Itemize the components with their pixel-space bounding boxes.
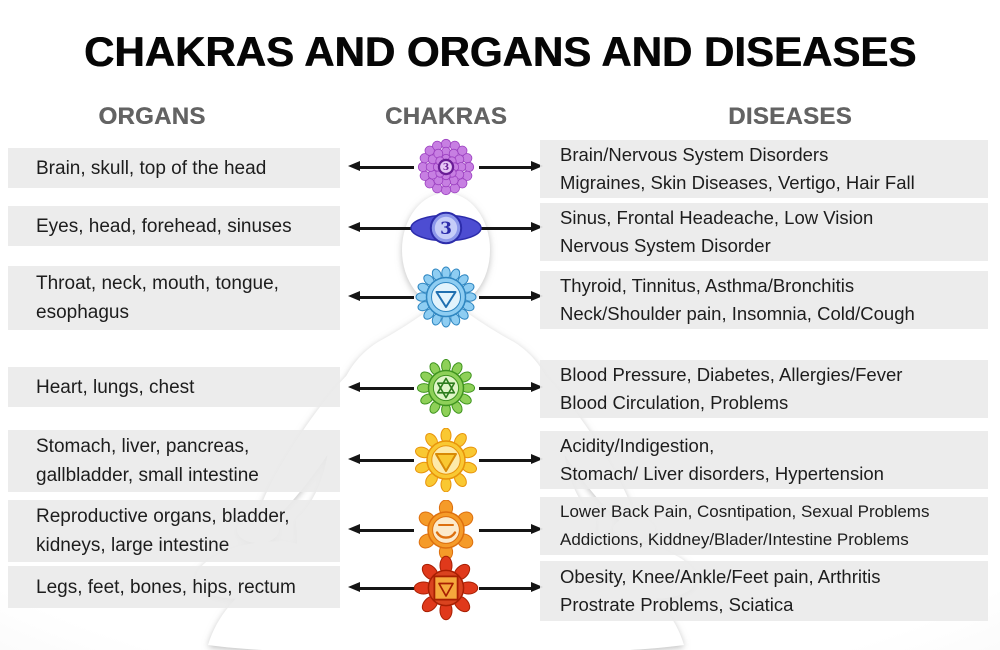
svg-text:3: 3 <box>440 219 452 239</box>
page-title: CHAKRAS AND ORGANS AND DISEASES <box>83 28 917 75</box>
left-arrow <box>348 160 414 171</box>
disease-box: Lower Back Pain, Cosntipation, Sexual Pr… <box>540 497 988 555</box>
column-header-organs: ORGANS <box>98 103 206 130</box>
organ-text-line2: kidneys, large intestine <box>36 535 230 556</box>
organ-box: Brain, skull, top of the head <box>8 148 340 188</box>
disease-box: Brain/Nervous System Disorders Migraines… <box>540 140 988 198</box>
disease-text: Sinus, Frontal Headeache, Low Vision <box>560 207 874 228</box>
svg-text:3: 3 <box>443 163 449 173</box>
right-arrow <box>479 221 543 232</box>
organ-box: Eyes, head, forehead, sinuses <box>8 206 340 246</box>
left-arrow <box>348 221 414 232</box>
organ-text-line2: esophagus <box>36 302 129 323</box>
organ-box: Throat, neck, mouth, tongue, esophagus <box>8 266 340 330</box>
disease-box: Sinus, Frontal Headeache, Low Vision Ner… <box>540 203 988 261</box>
organ-box: Legs, feet, bones, hips, rectum <box>8 566 340 608</box>
disease-text: Brain/Nervous System Disorders <box>560 144 829 165</box>
third-eye-chakra-icon: 3 <box>409 203 483 253</box>
right-arrow <box>479 381 543 392</box>
organ-text: Stomach, liver, pancreas, <box>36 436 250 457</box>
disease-box: Blood Pressure, Diabetes, Allergies/Feve… <box>540 360 988 418</box>
disease-box: Acidity/Indigestion, Stomach/ Liver diso… <box>540 431 988 489</box>
disease-box: Thyroid, Tinnitus, Asthma/Bronchitis Nec… <box>540 271 988 329</box>
solar-plexus-chakra-icon <box>414 427 478 493</box>
organ-box: Stomach, liver, pancreas, gallbladder, s… <box>8 430 340 492</box>
organ-text: Brain, skull, top of the head <box>36 157 267 179</box>
organ-box: Heart, lungs, chest <box>8 367 340 407</box>
disease-text-line2: Nervous System Disorder <box>560 235 771 256</box>
organ-text: Reproductive organs, bladder, <box>36 506 290 527</box>
right-arrow <box>479 290 543 301</box>
organ-text-line2: gallbladder, small intestine <box>36 465 259 486</box>
left-arrow <box>348 453 414 464</box>
right-arrow <box>479 453 543 464</box>
disease-text: Acidity/Indigestion, <box>560 435 715 456</box>
disease-text: Thyroid, Tinnitus, Asthma/Bronchitis <box>560 275 855 296</box>
disease-text-line2: Stomach/ Liver disorders, Hypertension <box>560 463 884 484</box>
disease-text-line2: Addictions, Kiddney/Blader/Intestine Pro… <box>560 530 909 549</box>
disease-text: Blood Pressure, Diabetes, Allergies/Feve… <box>560 364 903 385</box>
disease-text-line2: Blood Circulation, Problems <box>560 392 789 413</box>
disease-text-line2: Neck/Shoulder pain, Insomnia, Cold/Cough <box>560 303 915 324</box>
root-chakra-icon <box>413 555 479 621</box>
disease-text-line2: Prostrate Problems, Sciatica <box>560 594 794 615</box>
disease-box: Obesity, Knee/Ankle/Feet pain, Arthritis… <box>540 561 988 621</box>
throat-chakra-icon <box>415 266 477 328</box>
left-arrow <box>348 290 414 301</box>
organ-text: Heart, lungs, chest <box>36 376 195 398</box>
disease-text: Lower Back Pain, Cosntipation, Sexual Pr… <box>560 502 930 521</box>
crown-chakra-icon: 3 <box>416 137 476 197</box>
column-header-chakras: CHAKRAS <box>384 103 508 130</box>
organ-text: Eyes, head, forehead, sinuses <box>36 215 292 237</box>
sacral-chakra-icon <box>416 499 476 561</box>
left-arrow <box>348 381 414 392</box>
organ-text: Throat, neck, mouth, tongue, <box>36 273 279 294</box>
disease-text: Obesity, Knee/Ankle/Feet pain, Arthritis <box>560 566 881 587</box>
right-arrow <box>479 581 543 592</box>
left-arrow <box>348 581 414 592</box>
heart-chakra-icon <box>416 358 476 418</box>
right-arrow <box>479 160 543 171</box>
disease-text-line2: Migraines, Skin Diseases, Vertigo, Hair … <box>560 172 915 193</box>
organ-box: Reproductive organs, bladder, kidneys, l… <box>8 500 340 562</box>
right-arrow <box>479 523 543 534</box>
column-header-diseases: DISEASES <box>728 103 852 130</box>
organ-text: Legs, feet, bones, hips, rectum <box>36 576 296 598</box>
left-arrow <box>348 523 414 534</box>
